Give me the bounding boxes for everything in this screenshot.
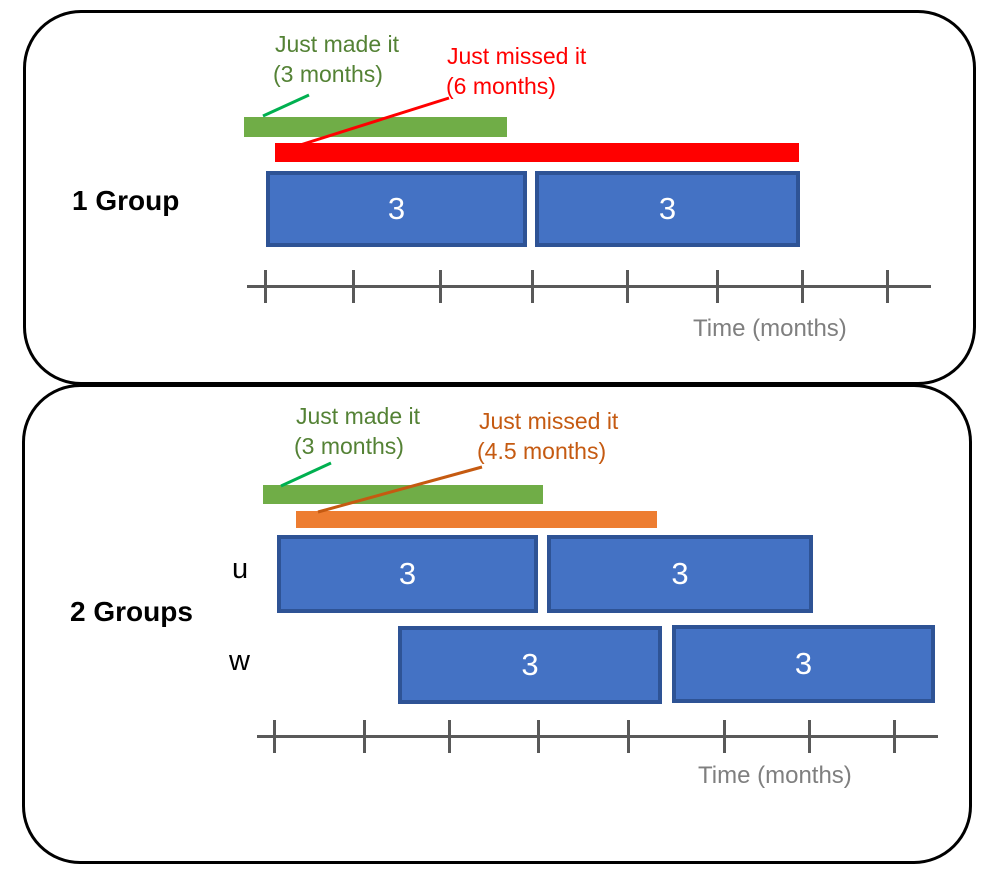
- panel2-axis-tick: [273, 720, 276, 753]
- panel1-axis-tick: [716, 270, 719, 303]
- panel2-row-w-box-1-value: 3: [521, 647, 539, 682]
- panel2-row-w-label: w: [229, 645, 250, 677]
- panel2-row-u-label: u: [232, 553, 249, 585]
- panel1-just-missed-it-bar: [275, 143, 799, 162]
- panel2-row-u-box-2: 3: [547, 535, 813, 613]
- panel1-interval-box-2: 3: [535, 171, 800, 247]
- panel1-axis-tick: [264, 270, 267, 303]
- panel2-row-w-box-1: 3: [398, 626, 662, 704]
- panel1-interval-box-1-value: 3: [387, 191, 406, 226]
- panel1-just-made-it-bar: [244, 117, 507, 137]
- panel2-made-label-line1: Just made it: [296, 403, 420, 429]
- panel2-axis-tick: [808, 720, 811, 753]
- panel-2-groups: [22, 384, 972, 864]
- panel2-row-w-box-2-value: 3: [794, 646, 813, 681]
- panel2-just-made-it-bar: [263, 485, 543, 504]
- panel2-missed-label-line2: (4.5 months): [477, 438, 607, 464]
- panel2-axis-tick: [363, 720, 366, 753]
- panel1-group-label: 1 Group: [72, 185, 180, 216]
- panel2-just-missed-it-bar: [296, 511, 657, 528]
- panel1-made-label-line2: (3 months): [273, 61, 383, 87]
- panel1-interval-box-1: 3: [266, 171, 527, 247]
- panel1-axis-tick: [439, 270, 442, 303]
- panel1-axis-label: Time (months): [693, 315, 847, 342]
- panel2-axis-tick: [448, 720, 451, 753]
- panel1-interval-box-2-value: 3: [658, 191, 677, 226]
- panel2-group-label: 2 Groups: [70, 596, 193, 627]
- panel2-missed-label-line1: Just missed it: [479, 408, 619, 434]
- panel2-axis-tick: [537, 720, 540, 753]
- panel-1-group: [23, 10, 976, 385]
- panel2-row-u-box-1: 3: [277, 535, 538, 613]
- panel1-missed-label-line1: Just missed it: [447, 43, 587, 69]
- panel2-axis-tick: [627, 720, 630, 753]
- panel2-row-u-box-2-value: 3: [671, 556, 689, 591]
- panel2-time-axis: [257, 735, 938, 738]
- panel2-axis-label: Time (months): [698, 762, 852, 789]
- panel2-row-u-box-1-value: 3: [398, 556, 417, 591]
- panel1-axis-tick: [886, 270, 889, 303]
- panel1-made-label-line1: Just made it: [275, 31, 399, 57]
- panel1-missed-label-line2: (6 months): [446, 73, 556, 99]
- panel1-axis-tick: [801, 270, 804, 303]
- panel1-axis-tick: [626, 270, 629, 303]
- panel1-axis-tick: [531, 270, 534, 303]
- panel1-time-axis: [247, 285, 931, 288]
- panel1-axis-tick: [352, 270, 355, 303]
- panel2-row-w-box-2: 3: [672, 625, 935, 703]
- panel2-axis-tick: [723, 720, 726, 753]
- panel2-axis-tick: [893, 720, 896, 753]
- panel2-made-label-line2: (3 months): [294, 433, 404, 459]
